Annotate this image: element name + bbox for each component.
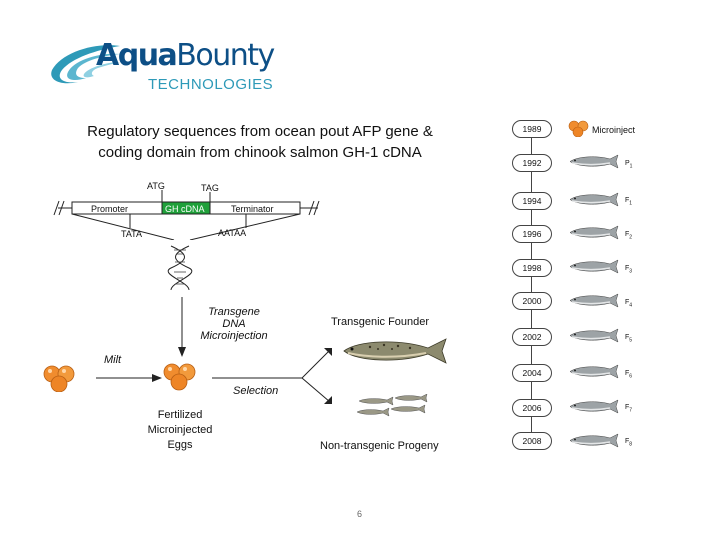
gen-sub: 1 [629, 200, 633, 207]
generation-timeline: 1989 Microinject 1992 P1 1994 F1 1996 F2… [512, 120, 712, 455]
logo-bounty-text: Bounty [176, 38, 275, 73]
transgene-label: Transgene DNA Microinjection [196, 306, 272, 342]
funnel-right [189, 213, 301, 240]
gen-sub: 4 [629, 302, 633, 309]
promoter-label: Promoter [91, 204, 129, 214]
timeline-axis [531, 128, 532, 446]
eggs-line-2: Microinjected [147, 424, 213, 436]
salmon-icon [569, 154, 619, 169]
eggs-line-1: Fertilized [157, 409, 203, 421]
gen-label-f3: F3 [625, 265, 632, 274]
transgene-line-2: Microinjection [200, 330, 268, 342]
salmon-icon [569, 293, 619, 308]
eggs-label: Fertilized Microinjected Eggs [138, 408, 222, 453]
break-mark-right-2 [313, 200, 320, 216]
gene-construct-diagram [53, 190, 320, 240]
title-line-1: Regulatory sequences from ocean pout AFP… [87, 123, 433, 140]
logo-technologies-text: TECHNOLOGIES [148, 76, 274, 93]
gen-label-f7: F7 [625, 404, 632, 413]
microinjection-arrow [178, 297, 186, 357]
year-pill-1992: 1992 [512, 154, 552, 172]
dna-helix-icon [167, 245, 193, 291]
year-pill-2008: 2008 [512, 432, 552, 450]
gen-sub: 1 [629, 163, 633, 170]
eggs-line-3: Eggs [167, 439, 193, 451]
gen-letter: F [625, 438, 630, 445]
gen-sub: 5 [629, 337, 633, 344]
break-mark-left [53, 200, 60, 216]
break-mark-right [308, 200, 315, 216]
terminator-label: Terminator [231, 204, 274, 214]
salmon-icon [569, 399, 619, 414]
title-line-2: coding domain from chinook salmon GH-1 c… [98, 144, 422, 161]
aataa-label: AATAA [218, 228, 247, 238]
logo-aqua-text: Aqua [96, 38, 178, 73]
tata-label: TATA [121, 229, 142, 239]
founder-fish-icon [343, 338, 447, 364]
salmon-icon [569, 364, 619, 379]
gen-letter: F [625, 334, 630, 341]
gen-sub: 6 [629, 373, 633, 380]
salmon-icon [569, 328, 619, 343]
gen-letter: P [625, 160, 630, 167]
microinject-label: Microinject [592, 125, 636, 135]
selection-label: Selection [233, 385, 279, 397]
year-pill-2002: 2002 [512, 328, 552, 346]
year-pill-1989: 1989 [512, 120, 552, 138]
gen-letter: F [625, 197, 630, 204]
gen-letter: F [625, 265, 630, 272]
logo-swoosh-icon [51, 45, 120, 84]
gen-letter: F [625, 370, 630, 377]
gen-label-f5: F5 [625, 334, 632, 343]
terminator-box [209, 201, 301, 215]
milt-arrow [96, 374, 162, 382]
company-logo: AquaBounty [96, 38, 275, 73]
salmon-icon [569, 433, 619, 448]
progeny-fish-icon [356, 394, 428, 417]
gen-label-f4: F4 [625, 299, 632, 308]
year-pill-1998: 1998 [512, 259, 552, 277]
year-pill-2000: 2000 [512, 292, 552, 310]
fertilized-eggs-icon [163, 363, 196, 391]
founder-label: Transgenic Founder [331, 316, 430, 328]
funnel-left [71, 213, 175, 240]
microinject-eggs-icon [568, 120, 589, 137]
year-pill-1994: 1994 [512, 192, 552, 210]
non-transgenic-label: Non-transgenic Progeny [320, 440, 439, 452]
slide-title: Regulatory sequences from ocean pout AFP… [50, 121, 470, 163]
year-pill-2006: 2006 [512, 399, 552, 417]
tag-label: TAG [201, 183, 219, 193]
year-pill-2004: 2004 [512, 364, 552, 382]
gen-sub: 2 [629, 234, 633, 241]
gen-label-f6: F6 [625, 370, 632, 379]
salmon-icon [569, 259, 619, 274]
gen-label-f1: F1 [625, 197, 632, 206]
gh-cdna-label: GH cDNA [165, 204, 205, 214]
gen-sub: 8 [629, 441, 633, 448]
gen-label-f8: F8 [625, 438, 632, 447]
selection-arrows [212, 348, 332, 404]
transgene-line-1: Transgene DNA [208, 306, 260, 330]
gen-letter: F [625, 231, 630, 238]
atg-label: ATG [147, 181, 165, 191]
page-number: 6 [357, 509, 363, 519]
salmon-icon [569, 192, 619, 207]
gen-sub: 7 [629, 407, 633, 414]
gen-label-p1: P1 [625, 160, 632, 169]
milt-eggs-icon [43, 365, 75, 392]
gen-letter: F [625, 299, 630, 306]
salmon-icon [569, 225, 619, 240]
year-pill-1996: 1996 [512, 225, 552, 243]
gen-sub: 3 [629, 268, 633, 275]
milt-label: Milt [104, 354, 122, 366]
gen-letter: F [625, 404, 630, 411]
break-mark-left-2 [58, 200, 65, 216]
gen-label-f2: F2 [625, 231, 632, 240]
